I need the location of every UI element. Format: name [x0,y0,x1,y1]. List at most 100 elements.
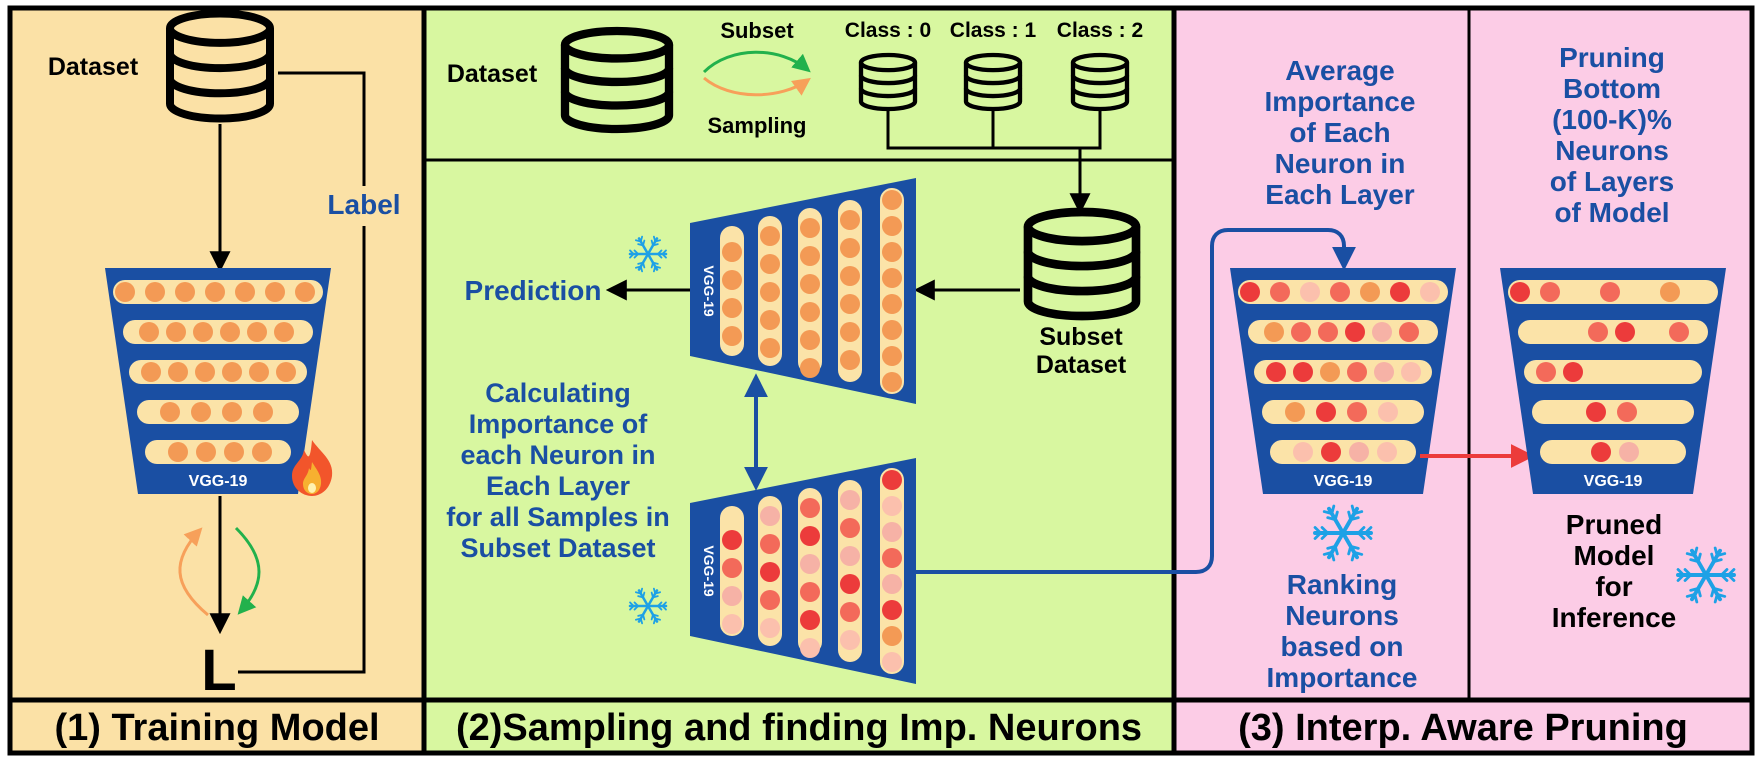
neuron [1293,362,1313,382]
panel1-dataset-icon [166,9,274,123]
neuron [722,530,742,550]
bottom-model-layer-1 [720,506,744,636]
top-model-layer-2 [758,216,782,366]
subset-green-arrow [702,50,811,74]
neuron [1420,282,1440,302]
neuron [224,442,244,462]
neuron [1321,442,1341,462]
snowflake-branch [650,261,654,269]
neuron [1563,362,1583,382]
importance-text-line3: each Neuron in [460,440,655,470]
label-text-bg [318,186,410,226]
neuron [1345,322,1365,342]
snowflake-branch [1322,550,1334,556]
panel1-label-text: Label [327,189,400,220]
panel3-caption: (3) Interp. Aware Pruning [1238,707,1688,749]
neuron [722,558,742,578]
bottom-model-layer-3 [798,488,822,658]
average-text-line5: Each Layer [1265,179,1415,210]
neuron [760,506,780,526]
snowflake-branch [652,617,657,625]
snowflake-branch [1719,573,1729,582]
db-band [166,77,274,98]
neuron [1270,282,1290,302]
snowflake-branch [1356,531,1366,540]
top-model-layer-4 [838,200,862,382]
neuron [1372,322,1392,342]
importance-text-line4: Each Layer [486,471,631,501]
panel2-caption: (2)Sampling and finding Imp. Neurons [456,707,1142,749]
snowflake-branch [661,253,667,259]
db-band [1070,74,1130,86]
neuron [168,442,188,462]
snowflake-branch [637,261,644,265]
pruned-text-line3: for [1595,571,1632,602]
neuron [1377,442,1397,462]
snowflake-icon [1313,504,1373,562]
pruning-text-line5: of Layers [1550,166,1675,197]
neuron [882,320,902,340]
neuron [840,602,860,622]
neuron [800,498,820,518]
neuron [1285,402,1305,422]
neuron [1669,322,1689,342]
snowflake-branch [1363,531,1373,540]
panel1-label-line [238,71,366,674]
panel1-caption: (1) Training Model [54,707,379,749]
neuron [249,362,269,382]
importance-text-line1: Calculating [485,378,631,408]
snowflake-branch [652,243,659,247]
snowflake-branch [629,601,635,607]
db-body [560,44,674,134]
neuron [722,298,742,318]
db-body [1023,226,1141,321]
db-top [560,26,674,63]
snowflake-branch [1676,568,1686,577]
neuron [760,618,780,638]
neuron [760,310,780,330]
neuron [722,270,742,290]
neuron [1586,402,1606,422]
neuron [1264,322,1284,342]
neuron [1300,282,1320,302]
neuron [295,282,315,302]
neuron [840,210,860,230]
pruning-text-line3: (100-K)% [1552,104,1672,135]
neuron [760,562,780,582]
snowflake-branch [1715,552,1727,558]
class-1-db-icon [963,52,1023,112]
neuron [882,216,902,236]
sampling-label: Sampling [707,113,806,138]
pruned-model-label: VGG-19 [1584,473,1643,490]
neuron [800,554,820,574]
panel1-layer-2 [123,320,313,344]
neuron [1293,442,1313,462]
neuron [760,534,780,554]
neuron [265,282,285,302]
neuron [1617,402,1637,422]
db-band [858,87,918,99]
pruned-text-line1: Pruned [1566,509,1662,540]
class-label-1: Class : 1 [950,19,1037,42]
snowflake-branch [637,613,644,617]
importance-text-line2: Importance of [469,409,649,439]
neuron [1399,322,1419,342]
pruned-layer-2 [1518,320,1708,344]
panel2-vgg19-model-bottom: VGG-19 [690,458,916,684]
neuron [222,362,242,382]
panel1-layer-5 [145,440,291,464]
neuron [760,226,780,246]
snowflake-branch [639,587,644,595]
class-0-db-icon [858,52,918,112]
db-top [1070,52,1130,73]
db-band [1023,250,1141,271]
pruning-text-line4: Neurons [1555,135,1669,166]
snowflake-branch [656,605,663,611]
neuron [760,590,780,610]
snowflake-branch [654,239,661,243]
snowflake-branch [1330,504,1336,516]
snowflake-branch [629,249,635,255]
ranking-text-line1: Ranking [1287,569,1397,600]
pruned-layer-3 [1524,360,1702,384]
neuron [115,282,135,302]
